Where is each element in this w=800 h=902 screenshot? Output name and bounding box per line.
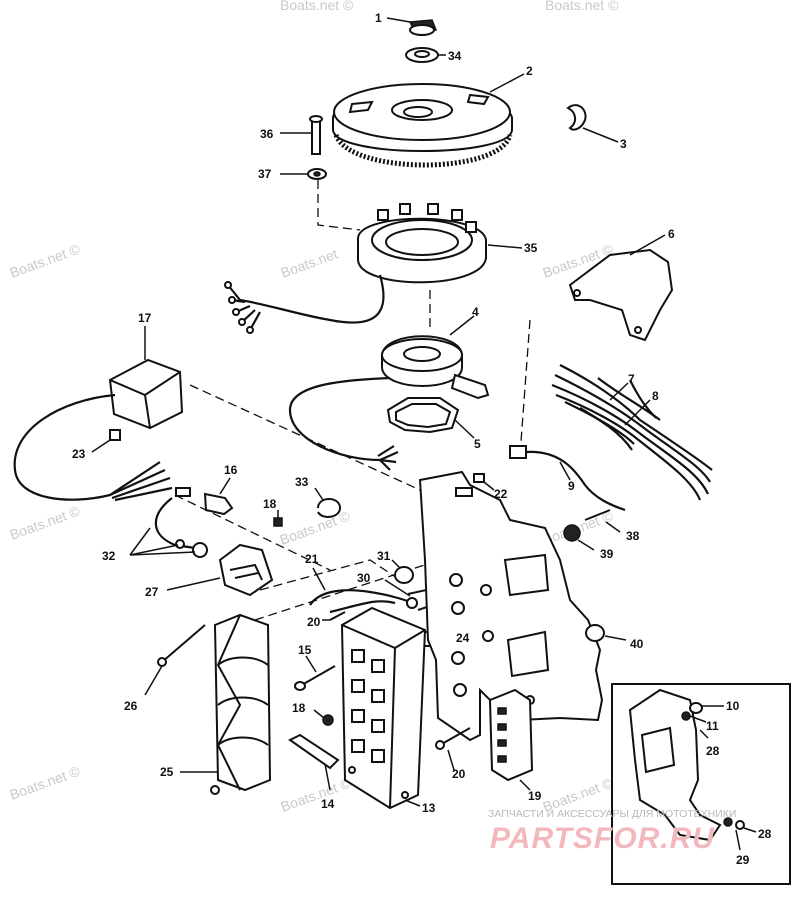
part-2-flywheel: [332, 73, 525, 168]
shop-logo: PARTSFOR.RU: [490, 822, 715, 855]
part-5-gasket: [386, 397, 475, 439]
callout-5: 5: [474, 437, 481, 451]
callout-28-inset: 28: [758, 827, 772, 841]
callout-22: 22: [494, 487, 508, 501]
part-27-rectifier: [166, 543, 274, 597]
part-26-bolt: [144, 624, 206, 696]
part-18-nut-lower: [313, 709, 334, 726]
shop-branding: ЗАПЧАСТИ И АКСЕССУАРЫ ДЛЯ МОТОТЕХНИКИ PA…: [488, 808, 736, 855]
callout-33: 33: [295, 475, 309, 489]
callout-38: 38: [626, 529, 640, 543]
part-36-bolt: [280, 115, 323, 155]
callout-29: 29: [736, 853, 750, 867]
callout-37: 37: [258, 167, 272, 181]
callout-15: 15: [298, 643, 312, 657]
shop-tagline: ЗАПЧАСТИ И АКСЕССУАРЫ ДЛЯ МОТОТЕХНИКИ: [488, 808, 736, 820]
part-3-flywheel-key: [566, 104, 619, 143]
callout-8: 8: [652, 389, 659, 403]
callout-10: 10: [726, 699, 740, 713]
callout-21: 21: [305, 552, 319, 566]
part-13-switch-box: [340, 606, 427, 810]
callout-23: 23: [72, 447, 86, 461]
callout-14: 14: [321, 797, 335, 811]
part-17-ignition-coil: [13, 326, 184, 502]
callout-36: 36: [260, 127, 274, 141]
watermark: Boats.net ©: [8, 240, 83, 280]
part-35-stator: [224, 203, 523, 334]
callout-40: 40: [630, 637, 644, 651]
inset-detail-panel: [611, 683, 791, 885]
callout-24: 24: [456, 631, 470, 645]
callout-16: 16: [224, 463, 238, 477]
part-23-screw: [91, 429, 121, 453]
mounting-plate: [418, 470, 604, 742]
part-38-stud: [584, 509, 621, 533]
part-32-spark-leads: [129, 487, 208, 558]
callout-25: 25: [160, 765, 174, 779]
callout-3: 3: [620, 137, 627, 151]
part-39-bushing: [563, 524, 595, 551]
callout-13: 13: [422, 801, 436, 815]
callout-18-lower: 18: [292, 701, 306, 715]
watermark: Boats.net: [279, 246, 340, 281]
callout-34: 34: [448, 49, 462, 63]
part-33-clamp: [314, 487, 342, 518]
part-20-screw-upper: [322, 611, 346, 621]
part-22-connector: [473, 473, 495, 491]
watermark: Boats.net ©: [280, 0, 354, 13]
part-7-8-wire-harness: [551, 364, 713, 501]
part-25-coil-pack: [180, 613, 272, 795]
callout-9: 9: [568, 479, 575, 493]
callout-35: 35: [524, 241, 538, 255]
callout-20: 20: [307, 615, 321, 629]
callout-4: 4: [472, 305, 479, 319]
part-15-screw: [294, 655, 336, 691]
callout-11: 11: [706, 719, 719, 733]
callout-39: 39: [600, 547, 614, 561]
watermark: Boats.net ©: [545, 0, 619, 13]
part-34-washer: [405, 47, 446, 63]
callout-28: 28: [706, 744, 720, 758]
callout-1: 1: [375, 11, 382, 25]
part-18-nut: [273, 510, 283, 527]
part-4-trigger: [288, 315, 490, 471]
part-21-wire: [309, 567, 418, 614]
part-20-screw-lower: [435, 727, 471, 771]
callout-31: 31: [377, 549, 391, 563]
part-40-nut: [585, 624, 627, 642]
callout-32: 32: [102, 549, 116, 563]
callout-6: 6: [668, 227, 675, 241]
callout-19: 19: [528, 789, 542, 803]
part-37-lockwasher: [280, 168, 327, 180]
part-1-flywheel-nut: [386, 17, 438, 36]
watermark: Boats.net ©: [278, 507, 353, 547]
watermark: Boats.net ©: [8, 762, 83, 802]
callout-18: 18: [263, 497, 277, 511]
part-14-fuse: [288, 733, 340, 791]
callout-2: 2: [526, 64, 533, 78]
part-19-terminal-block: [488, 688, 534, 791]
watermark: Boats.net ©: [279, 774, 354, 814]
callout-26: 26: [124, 699, 138, 713]
callout-20-lower: 20: [452, 767, 466, 781]
watermark: Boats.net ©: [8, 502, 83, 542]
part-9-cable: [509, 445, 626, 512]
callout-numbers: 1 34 2 3 36 37 35 6 17 4 7 8 5 23 16 33 …: [72, 11, 772, 867]
part-31-fitting: [391, 559, 414, 584]
part-6-bracket: [568, 234, 674, 342]
callout-17: 17: [138, 311, 152, 325]
part-16-plug-boot: [203, 477, 234, 516]
callout-30: 30: [357, 571, 371, 585]
callout-7: 7: [628, 372, 635, 386]
callout-27: 27: [145, 585, 159, 599]
